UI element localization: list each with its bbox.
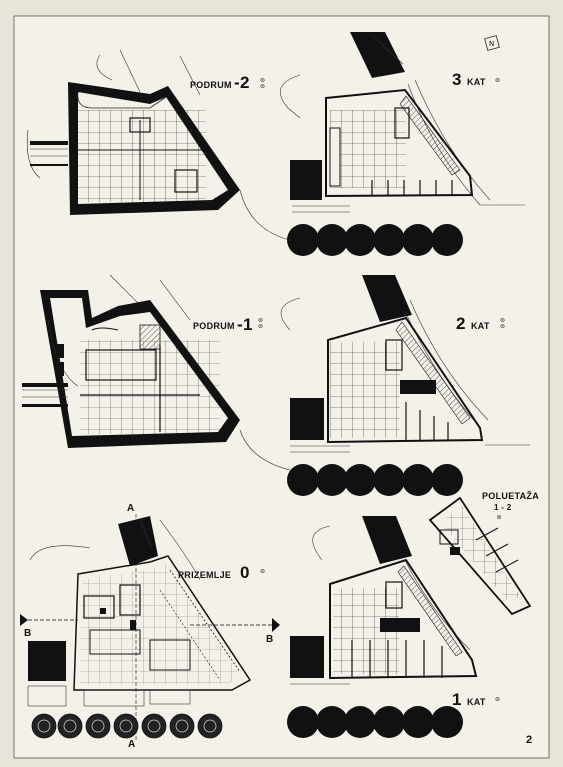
plan-title-kat-2: KAT	[471, 321, 490, 331]
section-mark-a-bottom: A	[128, 739, 136, 750]
svg-text:N: N	[489, 40, 494, 48]
plan-level-kat-2: 2	[456, 314, 466, 333]
scale-symbol-icon: ⊜	[259, 568, 266, 575]
plan-level-kat-1: 1	[452, 690, 462, 709]
plan-level-kat-3: 3	[452, 70, 462, 89]
plan-level-poluetaza: 1 - 2	[494, 503, 512, 512]
plan-title-podrum-1: PODRUM	[193, 321, 235, 331]
plan-podrum-2	[26, 49, 291, 241]
plan-level-podrum-2: -2	[234, 73, 250, 92]
scale-symbol-icon: ⊜⊜	[257, 317, 264, 330]
section-mark-b-left: B	[24, 628, 32, 639]
plan-title-text: PODRUM	[190, 80, 232, 90]
plan-level-prizemlje: 0	[240, 563, 250, 582]
plan-kat-1	[287, 516, 478, 738]
plan-kat-2	[280, 275, 530, 496]
plan-title-kat-3: KAT	[467, 77, 486, 87]
scale-symbol-icon: ⊜⊜	[499, 317, 506, 330]
plan-kat-3: N	[280, 32, 525, 256]
plan-level-podrum-1: -1	[237, 315, 253, 334]
section-mark-a-top: A	[127, 503, 135, 514]
scale-symbol-icon: ⊜	[494, 696, 501, 703]
plan-podrum-1	[22, 274, 291, 471]
section-mark-b-right: B	[266, 634, 274, 645]
scale-symbol-icon: ⊜	[496, 514, 502, 521]
plan-prizemlje	[20, 514, 280, 740]
plan-title-kat-1: KAT	[467, 697, 486, 707]
plan-title-podrum-2: PODRUM	[190, 80, 232, 90]
plan-title-poluetaza: POLUETAŽA	[482, 491, 540, 501]
plan-title-prizemlje: PRIZEMLJE	[178, 570, 232, 580]
scale-symbol-icon: ⊜	[494, 77, 501, 84]
page-number: 2	[526, 734, 533, 746]
plan-poluetaza	[428, 496, 532, 616]
scale-symbol-icon: ⊜⊜	[259, 77, 266, 90]
